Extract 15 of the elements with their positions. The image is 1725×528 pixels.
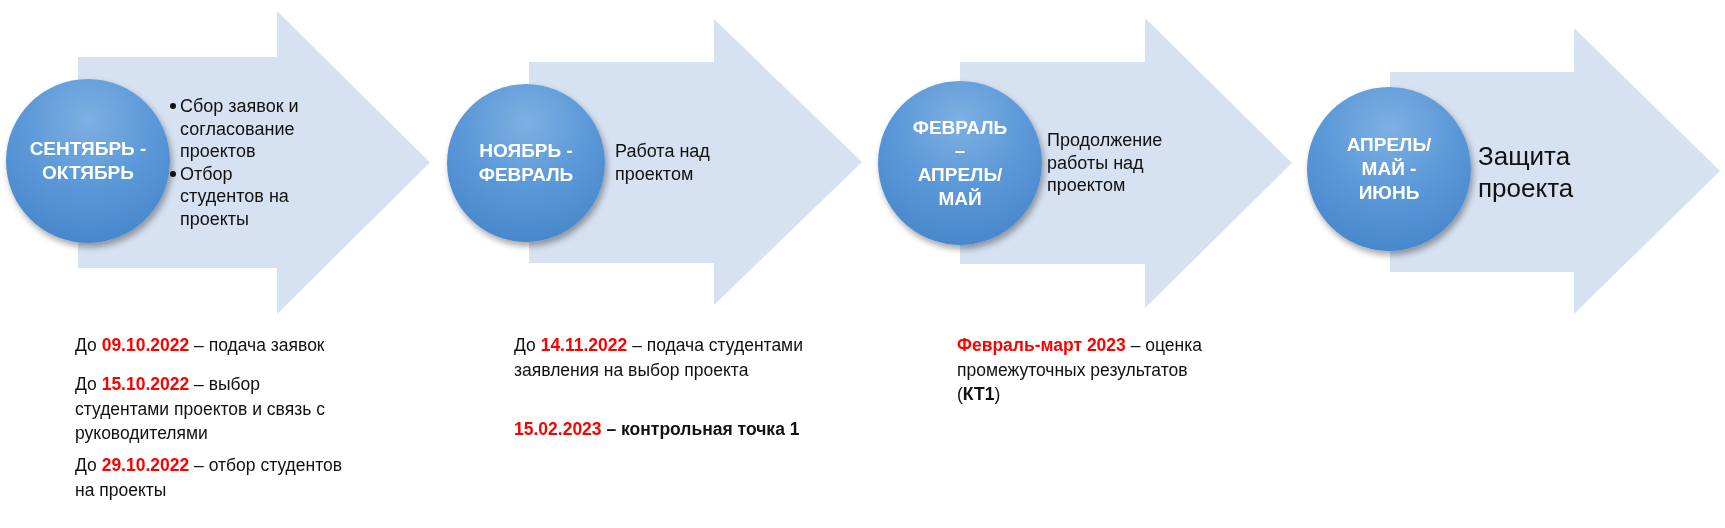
- stage-text: Работа над проектом: [615, 140, 711, 185]
- period-text: АПРЕЛЬ/ МАЙ - ИЮНЬ: [1345, 133, 1433, 205]
- stage-text: Защита проекта: [1478, 139, 1575, 205]
- period-text: СЕНТЯБРЬ - ОКТЯБРЬ: [28, 137, 148, 185]
- period-text: НОЯБРЬ - ФЕВРАЛЬ: [477, 139, 575, 187]
- deadline-note: До 15.10.2022 – выбор студентами проектов и связь с руководителями: [75, 373, 326, 445]
- period-text: ФЕВРАЛЬ – АПРЕЛЬ/ МАЙ: [912, 115, 1008, 211]
- bullet-text: Сбор заявок и согласование проектов: [180, 96, 299, 161]
- deadline-note: Февраль-март 2023 – оценка промежуточных результатов (КТ1): [957, 334, 1203, 406]
- deadline-note: 15.02.2023 – контрольная точка 1: [514, 418, 801, 441]
- deadline-note: До 29.10.2022 – отбор студентов на проекты: [75, 454, 343, 502]
- bullet-text: Отбор студентов на проекты: [180, 163, 289, 229]
- stage-text: Продолжение работы над проектом: [1047, 129, 1164, 197]
- deadline-note: До 14.11.2022 – подача студентами заявления на выбор проекта: [514, 334, 804, 382]
- deadline-note: До 09.10.2022 – подача заявок: [75, 334, 326, 357]
